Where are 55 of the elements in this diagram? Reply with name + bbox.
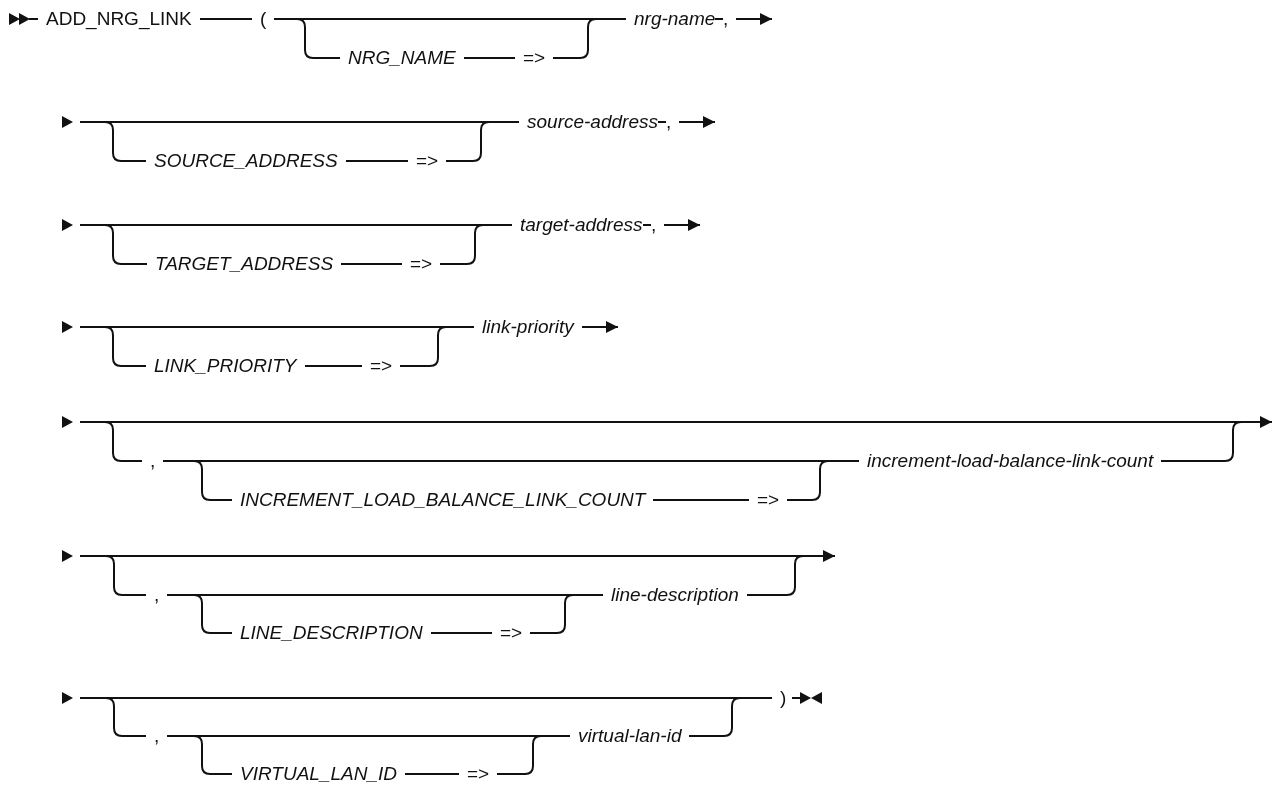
parameter-value: source-address [527, 111, 658, 133]
rail-line [688, 697, 773, 737]
parameter-value: line-description [611, 584, 739, 606]
rail-line [786, 460, 860, 501]
rail-line [304, 365, 363, 367]
parameter-keyword: LINK_PRIORITY [154, 355, 297, 377]
separator: , [150, 450, 156, 472]
separator: , [154, 584, 160, 606]
assignment-operator: => [416, 150, 439, 172]
parameter-keyword: SOURCE_ADDRESS [154, 150, 338, 172]
rail-line [404, 773, 460, 775]
rail-arrow [663, 219, 701, 231]
rail-line [430, 632, 493, 634]
rail-line [199, 18, 253, 20]
rail-line [657, 121, 667, 123]
assignment-operator: => [500, 622, 523, 644]
assignment-operator: => [523, 47, 546, 69]
parameter-value: target-address [520, 214, 643, 236]
assignment-operator: => [467, 763, 490, 785]
parameter-keyword: NRG_NAME [348, 47, 456, 69]
separator: , [666, 111, 672, 133]
rail-line [463, 57, 516, 59]
parameter-value: increment-load-balance-link-count [867, 450, 1154, 472]
rail-line [642, 224, 652, 226]
rail-line [445, 121, 520, 162]
parameter-keyword: TARGET_ADDRESS [155, 253, 334, 275]
rail-arrow [581, 321, 619, 333]
command-name: ADD_NRG_LINK [46, 8, 192, 30]
parameter-keyword: LINE_DESCRIPTION [240, 622, 423, 644]
rail-arrow [678, 116, 716, 128]
rail-arrow [735, 13, 773, 25]
parameter-value: link-priority [482, 316, 574, 338]
rail-line [496, 735, 571, 775]
rail-line [399, 326, 475, 367]
parenthesis: ( [260, 8, 267, 30]
rail-line [439, 224, 513, 265]
rail-line [345, 160, 409, 162]
parameter-value: nrg-name [634, 8, 716, 30]
assignment-operator: => [757, 489, 780, 511]
rail-line [652, 499, 750, 501]
rail-line [529, 594, 604, 634]
parameter-keyword: INCREMENT_LOAD_BALANCE_LINK_COUNT [240, 489, 646, 511]
assignment-operator: => [410, 253, 433, 275]
separator: , [723, 8, 729, 30]
separator: , [651, 214, 657, 236]
rail-line [340, 263, 403, 265]
assignment-operator: => [370, 355, 393, 377]
rail-line [714, 18, 724, 20]
rail-line [552, 18, 627, 59]
rail-arrow [746, 550, 836, 596]
parenthesis: ) [780, 687, 787, 709]
parameter-value: virtual-lan-id [578, 725, 682, 747]
separator: , [154, 725, 160, 747]
rail-arrow [1160, 416, 1273, 462]
parameter-keyword: VIRTUAL_LAN_ID [240, 763, 397, 785]
